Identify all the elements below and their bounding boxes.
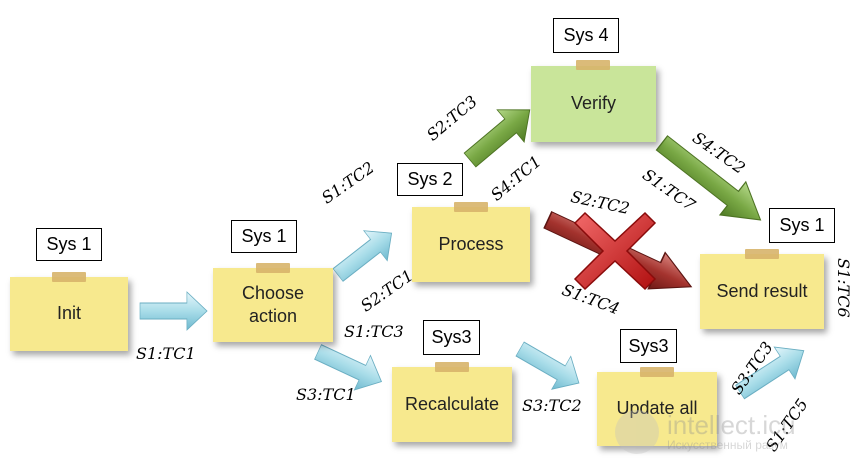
sys-box-update: Sys3 — [620, 329, 677, 363]
sys-box-init: Sys 1 — [36, 228, 102, 261]
sys-box-recalc: Sys3 — [423, 320, 480, 355]
node-verify: Verify — [531, 60, 656, 142]
sys-box-process: Sys 2 — [397, 163, 463, 196]
arrow-verify-send — [655, 135, 762, 221]
label-choose-recalc-top: S1:TC3 — [344, 322, 404, 341]
watermark-subtext: Искусственный разум — [667, 438, 788, 452]
node-process: Process — [412, 202, 530, 282]
sys-box-choose: Sys 1 — [231, 220, 297, 253]
tape — [435, 362, 469, 372]
node-label: Send result — [716, 280, 808, 301]
label-recalc-update: S3:TC2 — [522, 396, 582, 415]
node-label: Verify — [570, 93, 617, 114]
node-label: Init — [56, 303, 81, 324]
watermark-text: intellect.icu — [667, 410, 796, 440]
watermark-logo-icon — [615, 410, 659, 454]
node-choose-action: Choose action — [213, 263, 333, 342]
tape — [52, 272, 86, 282]
watermark: intellect.icu Искусственный разум — [615, 410, 796, 454]
arrow-update-send — [735, 346, 805, 400]
node-update-all: Update all — [597, 367, 717, 446]
tape — [745, 249, 779, 259]
label-choose-recalc-bottom: S3:TC1 — [296, 385, 356, 404]
node-label: Choose action — [241, 282, 305, 326]
blocked-cross-icon — [573, 211, 657, 291]
node-label: Process — [438, 233, 504, 254]
tape — [576, 60, 610, 70]
arrow-init-choose — [139, 291, 208, 331]
label-init-choose: S1:TC1 — [136, 344, 196, 363]
node-init: Init — [10, 272, 128, 351]
sys-box-send: Sys 1 — [769, 208, 835, 243]
tape — [640, 367, 674, 377]
arrow-recalc-update — [515, 341, 580, 390]
node-send-result: Send result — [700, 249, 824, 329]
node-recalculate: Recalculate — [392, 362, 512, 442]
tape — [256, 263, 290, 273]
arrow-choose-recalc — [314, 344, 383, 391]
label-send-side: S1:TC6 — [834, 258, 853, 318]
sys-box-verify: Sys 4 — [553, 18, 619, 53]
node-label: Update all — [616, 398, 698, 419]
tape — [454, 202, 488, 212]
watermark-text-block: intellect.icu Искусственный разум — [667, 412, 796, 452]
arrow-choose-process — [332, 230, 393, 282]
arrow-process-verify — [463, 109, 531, 168]
node-label: Recalculate — [404, 393, 500, 414]
